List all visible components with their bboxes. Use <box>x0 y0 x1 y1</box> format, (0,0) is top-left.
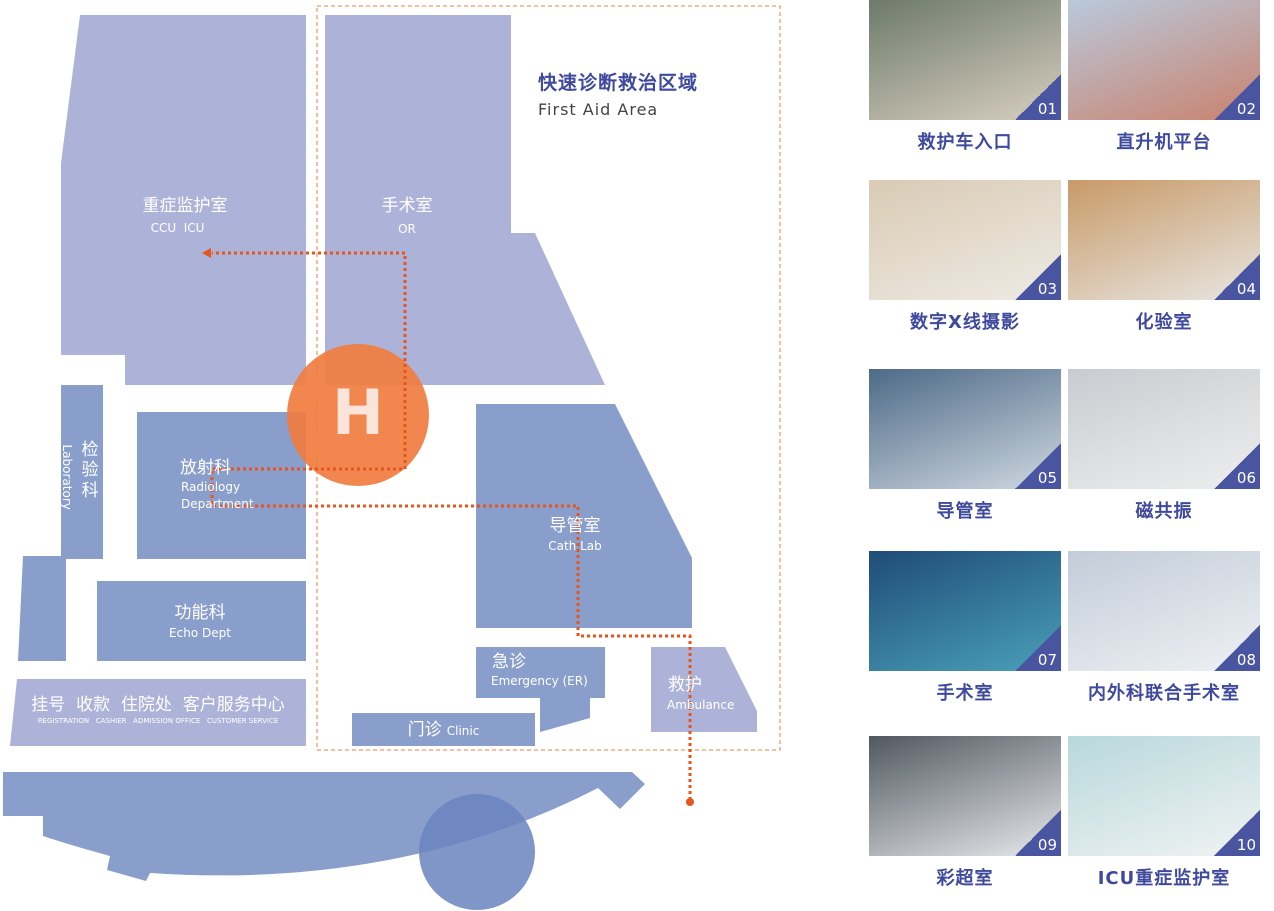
radiology-label-en2: Department <box>181 497 254 511</box>
number-badge: 02 <box>1214 74 1260 120</box>
helipad-h-icon: H <box>332 376 384 449</box>
photo-number: 09 <box>1037 836 1057 854</box>
number-badge: 09 <box>1015 810 1061 856</box>
icu-label: 重症监护室 <box>142 196 228 216</box>
photo-number: 02 <box>1236 100 1256 118</box>
photo-card[interactable]: 03 数字X线摄影 <box>869 180 1061 334</box>
building-base <box>3 772 645 881</box>
er-label-en: Emergency (ER) <box>491 674 588 688</box>
round-building <box>419 794 535 910</box>
echo-label: 功能科 <box>174 603 226 623</box>
photo-card[interactable]: 05 导管室 <box>869 369 1061 523</box>
or-label-en: OR <box>398 222 416 236</box>
route-paths <box>210 251 692 800</box>
or-label: 手术室 <box>381 196 433 216</box>
photo-label: ICU重症监护室 <box>1097 868 1231 889</box>
room-services[interactable] <box>10 679 306 746</box>
room-cath-lab[interactable] <box>476 404 692 628</box>
number-badge: 10 <box>1214 810 1260 856</box>
room-radiology[interactable] <box>137 412 306 559</box>
photo-number: 04 <box>1236 280 1256 298</box>
photo-card[interactable]: 09 彩超室 <box>869 736 1061 890</box>
clinic-label-en: Clinic <box>446 724 480 738</box>
photo-card[interactable]: 02 直升机平台 <box>1068 0 1260 154</box>
photo-label: 数字X线摄影 <box>910 312 1020 333</box>
number-badge: 01 <box>1015 74 1061 120</box>
area-subtitle: First Aid Area <box>538 100 659 119</box>
photo-card[interactable]: 04 化验室 <box>1068 180 1260 334</box>
photo-number: 07 <box>1037 651 1057 669</box>
photo-image: 10 <box>1068 736 1260 856</box>
floor-plan-map <box>3 5 781 910</box>
photo-image: 02 <box>1068 0 1260 120</box>
photo-image: 08 <box>1068 551 1260 671</box>
arrow-icon <box>202 248 211 258</box>
room-icu[interactable] <box>61 15 306 385</box>
room-echo[interactable] <box>97 581 306 661</box>
photo-image: 04 <box>1068 180 1260 300</box>
helipad-circle[interactable] <box>287 344 429 486</box>
clinic-label-cn: 门诊 <box>407 720 442 740</box>
cath-label-en: Cath Lab <box>548 539 602 553</box>
radiology-label: 放射科 <box>180 458 231 478</box>
number-badge: 04 <box>1214 254 1260 300</box>
lab-label: 检验科 <box>81 440 99 501</box>
cath-label: 导管室 <box>549 516 601 536</box>
photo-label: 救护车入口 <box>917 132 1013 153</box>
radiology-label-en1: Radiology <box>181 480 241 494</box>
number-badge: 07 <box>1015 625 1061 671</box>
clinic-label: 门诊 Clinic <box>352 720 535 740</box>
photo-label: 磁共振 <box>1135 501 1193 522</box>
er-label: 急诊 <box>492 652 526 672</box>
first-aid-area-border <box>316 5 781 751</box>
services-label-en: REGISTRATION CASHIER ADMISSION OFFICE CU… <box>37 717 279 725</box>
number-badge: 08 <box>1214 625 1260 671</box>
photo-card[interactable]: 01 救护车入口 <box>869 0 1061 154</box>
room-clinic[interactable] <box>352 713 535 746</box>
ambulance-label: 救护 <box>668 675 702 695</box>
area-title: 快速诊断救治区域 <box>538 72 699 94</box>
photo-label: 导管室 <box>936 501 994 522</box>
number-badge: 03 <box>1015 254 1061 300</box>
photo-image: 05 <box>869 369 1061 489</box>
room-er[interactable] <box>476 647 605 732</box>
echo-label-en: Echo Dept <box>169 626 231 640</box>
room-lab[interactable] <box>61 385 103 559</box>
start-point <box>686 798 694 806</box>
number-badge: 06 <box>1214 443 1260 489</box>
room-unnamed <box>18 556 66 661</box>
lab-label-en: Laboratory <box>60 444 75 510</box>
photo-label: 化验室 <box>1135 312 1193 333</box>
icu-label-en: CCU ICU <box>150 221 205 235</box>
number-badge: 05 <box>1015 443 1061 489</box>
photo-number: 10 <box>1236 836 1256 854</box>
room-ambulance[interactable] <box>651 647 757 732</box>
services-label: 挂号 收款 住院处 客户服务中心 <box>31 695 285 715</box>
photo-number: 03 <box>1037 280 1057 298</box>
photo-image: 09 <box>869 736 1061 856</box>
photo-number: 06 <box>1236 469 1256 487</box>
photo-label: 手术室 <box>936 683 994 704</box>
room-or[interactable] <box>325 15 605 385</box>
photo-label: 直升机平台 <box>1116 132 1212 153</box>
photo-card[interactable]: 06 磁共振 <box>1068 369 1260 523</box>
photo-card[interactable]: 07 手术室 <box>869 551 1061 705</box>
photo-number: 05 <box>1037 469 1057 487</box>
photo-label: 彩超室 <box>936 868 994 889</box>
photo-label: 内外科联合手术室 <box>1088 683 1240 704</box>
ambulance-label-en: Ambulance <box>667 698 735 712</box>
photo-image: 01 <box>869 0 1061 120</box>
photo-image: 03 <box>869 180 1061 300</box>
photo-card[interactable]: 08 内外科联合手术室 <box>1068 551 1260 705</box>
photo-number: 08 <box>1236 651 1256 669</box>
photo-image: 07 <box>869 551 1061 671</box>
photo-image: 06 <box>1068 369 1260 489</box>
photo-number: 01 <box>1037 100 1057 118</box>
